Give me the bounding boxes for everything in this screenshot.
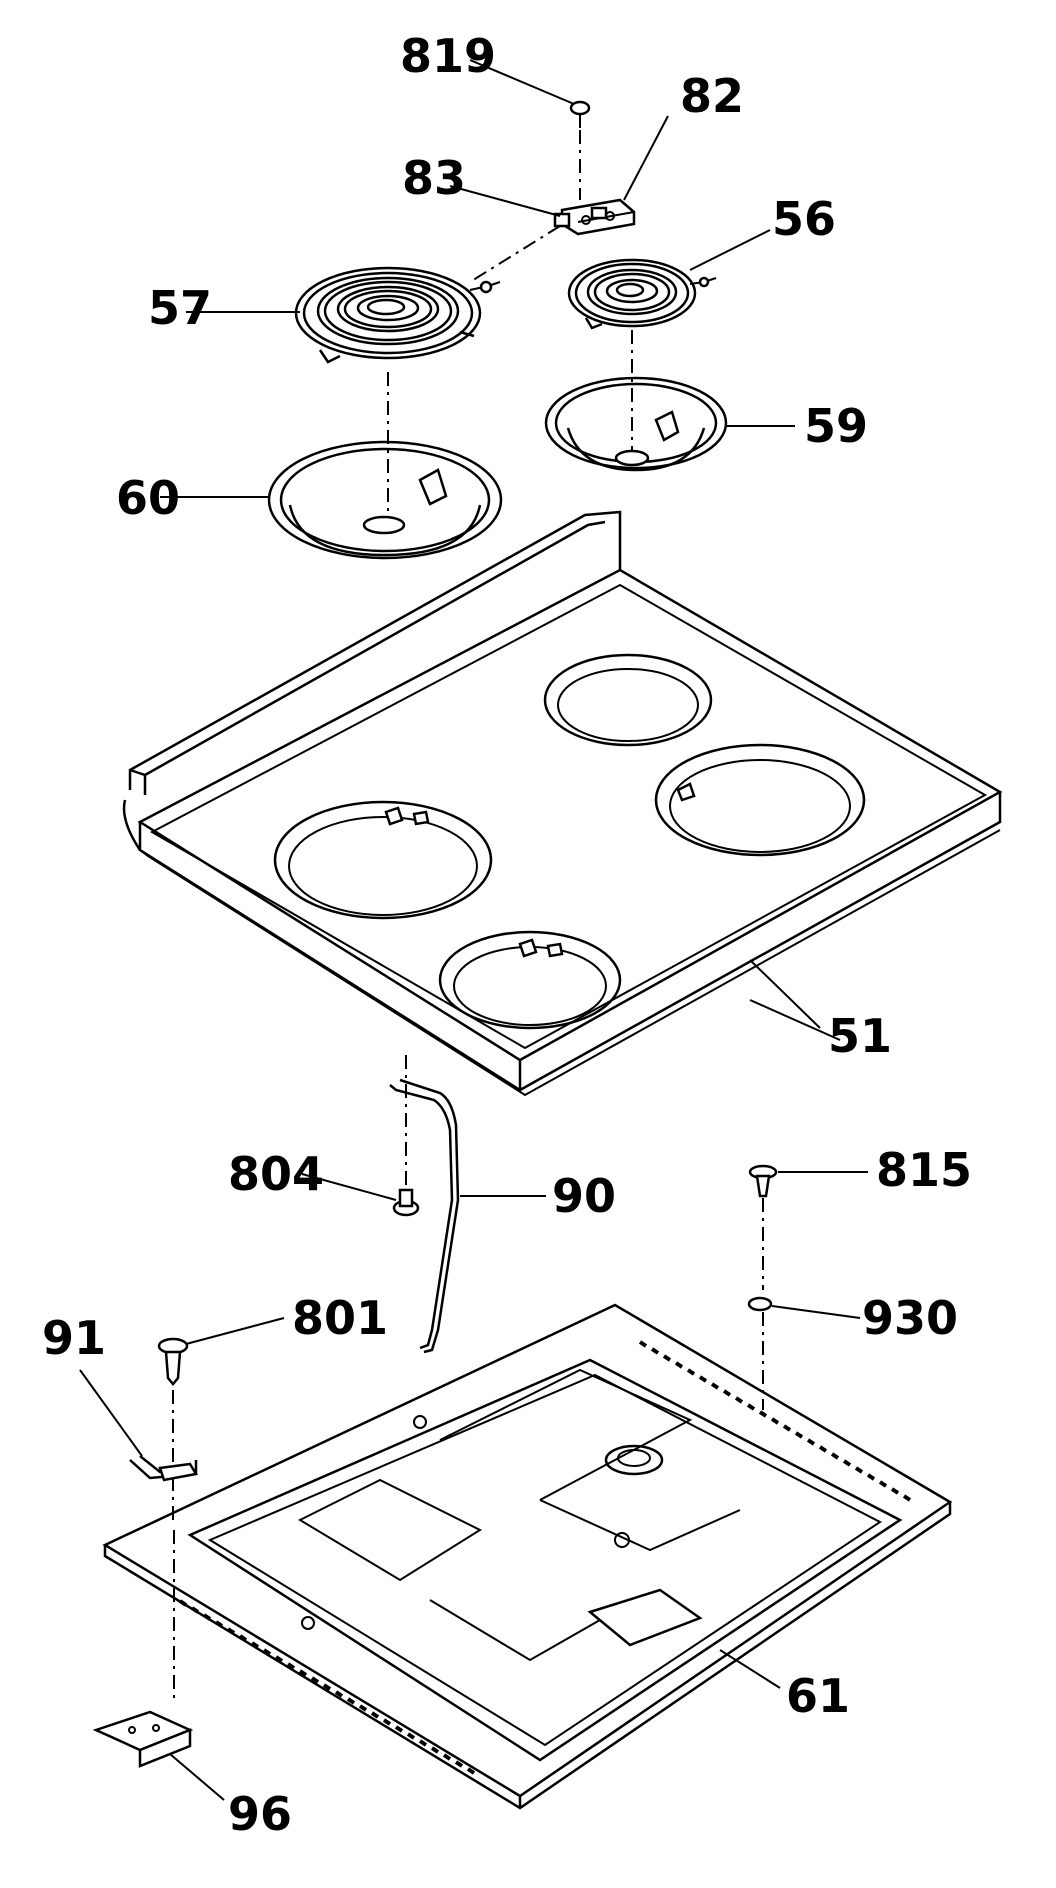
large-surface-unit-57 [294, 266, 501, 520]
leader-lines [79, 59, 868, 1801]
wire-path-left [469, 225, 561, 283]
label-60: 60 [116, 471, 180, 525]
bottom-panel-61 [102, 1303, 953, 1810]
terminal-block-82 [560, 198, 636, 236]
cooktop-51 [122, 510, 1003, 1097]
label-59: 59 [804, 399, 868, 453]
small-drip-pan-59 [544, 376, 728, 472]
screw-801 [157, 1337, 189, 1520]
vent-slots-front [178, 1599, 476, 1775]
label-61: 61 [786, 1669, 850, 1723]
screw-804 [392, 1188, 420, 1217]
label-83: 83 [402, 151, 466, 205]
bracket-91 [129, 1455, 198, 1482]
label-90: 90 [552, 1169, 616, 1223]
rod-90 [389, 1055, 460, 1354]
screw-815 [748, 1164, 778, 1290]
label-96: 96 [228, 1787, 292, 1841]
label-82: 82 [680, 69, 744, 123]
label-57: 57 [148, 281, 212, 335]
label-56: 56 [772, 192, 836, 246]
washer-930 [747, 1296, 773, 1410]
bracket-96 [92, 1710, 194, 1768]
label-51: 51 [828, 1009, 892, 1063]
label-91: 91 [42, 1311, 106, 1365]
small-surface-unit-56 [567, 258, 717, 460]
label-801: 801 [292, 1291, 388, 1345]
label-930: 930 [862, 1291, 958, 1345]
bracket-83 [553, 212, 571, 228]
vent-slots-back [638, 1340, 912, 1502]
label-815: 815 [876, 1143, 972, 1197]
label-804: 804 [228, 1147, 324, 1201]
large-drip-pan-60 [267, 440, 503, 560]
label-819: 819 [400, 29, 496, 83]
screw-819 [569, 100, 591, 200]
